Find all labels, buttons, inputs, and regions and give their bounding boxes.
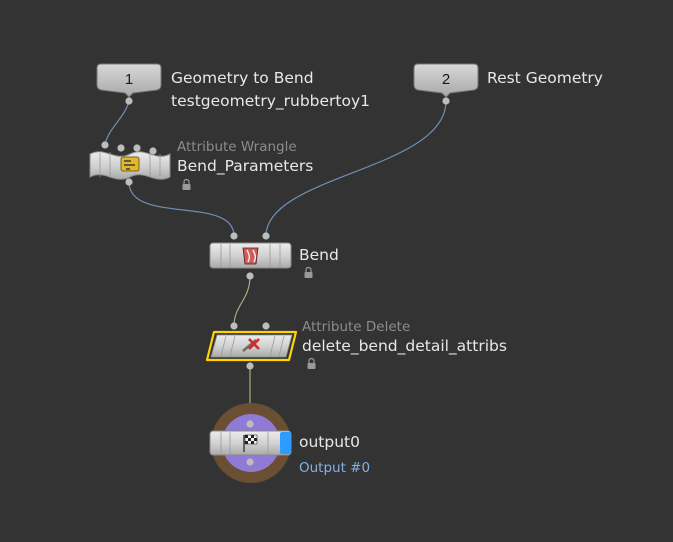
input-1-detail: testgeometry_rubbertoy1	[171, 92, 371, 110]
node-bend[interactable]	[209, 232, 292, 280]
output-connector[interactable]	[125, 178, 133, 186]
input-index: 2	[442, 71, 450, 88]
input-connector[interactable]	[262, 322, 270, 330]
wrangle-icon	[120, 156, 140, 172]
input-connector[interactable]	[230, 232, 238, 240]
selection-outline	[205, 330, 298, 362]
input-connector[interactable]	[117, 144, 125, 152]
input-connector[interactable]	[262, 232, 270, 240]
node-bend-parameters[interactable]	[89, 141, 171, 186]
wire-input1-to-wrangle[interactable]	[104, 100, 130, 146]
attribdelete-icon	[242, 338, 260, 352]
wire-input2-to-bend[interactable]	[265, 100, 447, 237]
input-connector[interactable]	[246, 420, 254, 428]
input-connector[interactable]	[149, 147, 157, 155]
lock-icon	[182, 178, 191, 190]
display-flag[interactable]	[280, 432, 291, 454]
input-2-label: Rest Geometry	[487, 69, 603, 87]
input-1-label: Geometry to Bend	[171, 69, 314, 87]
input-index: 1	[125, 71, 133, 88]
subnet-input-1[interactable]: 1	[96, 63, 162, 105]
wires	[104, 100, 447, 433]
node-output0[interactable]	[209, 403, 292, 483]
node-stripes	[220, 432, 269, 454]
output-connector[interactable]	[246, 272, 254, 280]
node-stripes	[99, 152, 161, 178]
bend-icon	[242, 247, 259, 265]
output-index-label: Output #0	[299, 460, 371, 476]
output-connector[interactable]	[442, 97, 450, 105]
output-connector[interactable]	[246, 362, 254, 370]
wire-bend-to-attribdelete[interactable]	[233, 275, 251, 327]
output-node-name[interactable]: output0	[299, 433, 360, 451]
wrangle-node-type: Attribute Wrangle	[177, 139, 297, 155]
node-delete-bend-detail-attribs[interactable]	[205, 322, 298, 370]
input-connector[interactable]	[133, 144, 141, 152]
lock-icon	[307, 357, 316, 369]
checkered-flag-icon	[243, 434, 258, 452]
bend-node-name[interactable]: Bend	[299, 246, 339, 264]
node-stripes	[220, 244, 281, 267]
output-connector[interactable]	[125, 97, 133, 105]
wire-wrangle-to-bend[interactable]	[128, 181, 235, 237]
node-stripes	[220, 335, 285, 357]
wrangle-node-name[interactable]: Bend_Parameters	[177, 157, 314, 175]
attribdelete-node-name[interactable]: delete_bend_detail_attribs	[302, 337, 507, 355]
lock-icon	[304, 266, 313, 278]
output-connector[interactable]	[246, 458, 254, 466]
attribdelete-node-type: Attribute Delete	[302, 319, 411, 335]
input-connector[interactable]	[101, 141, 109, 149]
input-connector[interactable]	[230, 322, 238, 330]
subnet-input-2[interactable]: 2	[413, 63, 479, 105]
